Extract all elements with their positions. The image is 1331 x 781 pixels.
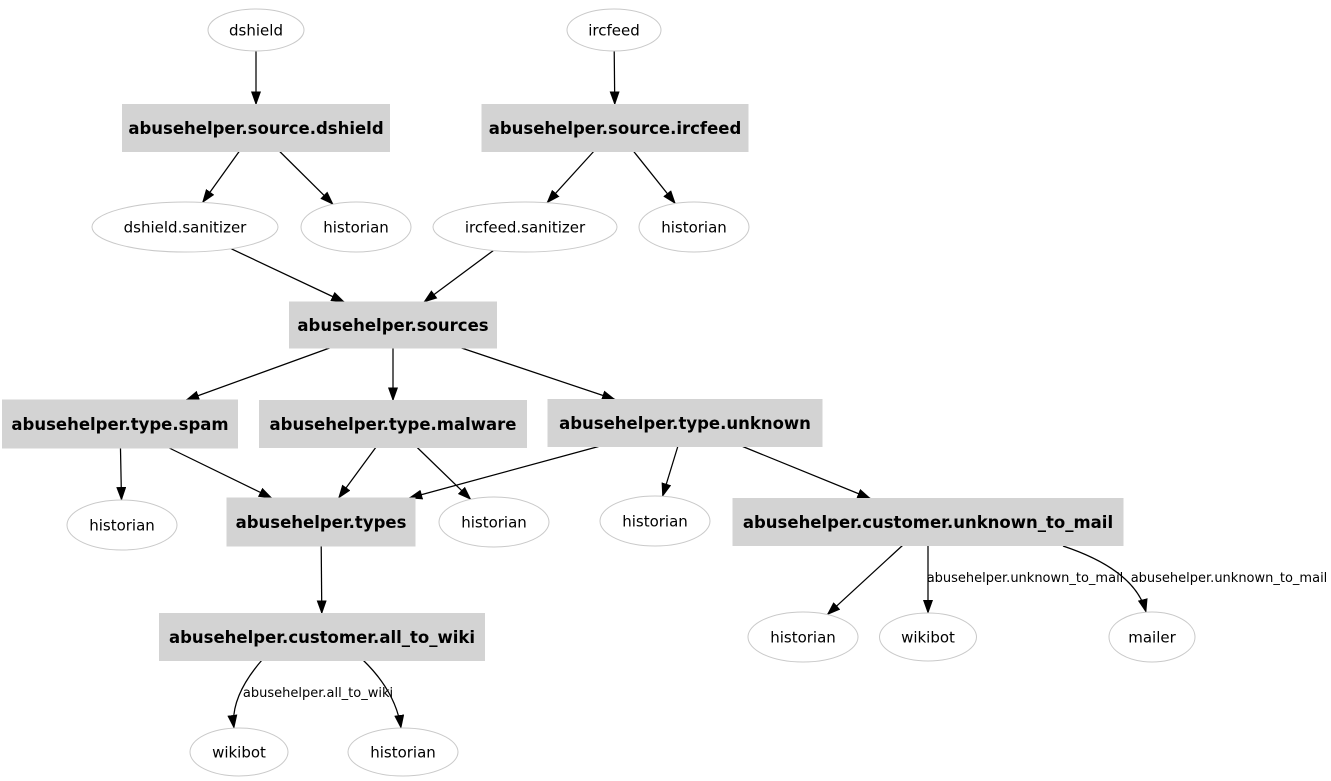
node-dshield: dshield <box>207 8 305 52</box>
historian_7-ellipse-shape <box>347 727 459 777</box>
type_spam-box-shape <box>2 399 238 449</box>
historian_2-ellipse-shape <box>638 201 750 253</box>
node-label-ircfeed_sanitizer: ircfeed.sanitizer <box>465 219 586 237</box>
historian_3-ellipse-shape <box>66 499 178 551</box>
edge-type_spam-to-types <box>168 447 273 499</box>
edge-type_unknown-to-historian_5 <box>661 446 679 498</box>
edge-dshield_sanitizer-to-sources <box>230 248 346 303</box>
edge-type_spam-to-historian_3 <box>116 447 127 502</box>
source_dshield-box-shape <box>122 104 390 152</box>
node-label-unknown_to_mail: abusehelper.customer.unknown_to_mail <box>743 513 1113 532</box>
wikibot_2-ellipse-shape <box>189 727 289 777</box>
node-label-historian_6: historian <box>770 629 836 647</box>
nodes-layer: dshield ircfeed abusehelper.source.dshield… <box>2 8 1196 777</box>
historian_1-ellipse-shape <box>300 201 412 253</box>
edge-source_dshield-to-historian_1 <box>279 151 334 205</box>
edge-all_to_wiki-to-wikibot_2-label: abusehelper.all_to_wiki <box>243 686 393 701</box>
wikibot_1-ellipse-shape <box>879 612 977 662</box>
node-historian_1: historian <box>300 201 412 253</box>
sources-box-shape <box>289 301 497 349</box>
edges-layer <box>116 50 1148 729</box>
node-label-historian_2: historian <box>661 219 727 237</box>
mailer-ellipse-shape <box>1108 611 1196 663</box>
node-type_unknown: abusehelper.type.unknown <box>547 399 823 447</box>
edge-ircfeed-to-source_ircfeed <box>609 50 620 106</box>
edge-labels-layer: abusehelper.unknown_to_mail abusehelper.u… <box>243 571 1327 701</box>
node-unknown_to_mail: abusehelper.customer.unknown_to_mail <box>732 498 1124 546</box>
edge-type_malware-to-types <box>338 447 377 499</box>
edge-type_unknown-to-types <box>408 445 599 500</box>
node-historian_2: historian <box>638 201 750 253</box>
source_ircfeed-box-shape <box>481 104 749 152</box>
ircfeed-ellipse-shape <box>566 8 662 52</box>
node-label-type_spam: abusehelper.type.spam <box>11 415 228 434</box>
all_to_wiki-box-shape <box>159 613 485 661</box>
node-mailer: mailer <box>1108 611 1196 663</box>
node-label-mailer: mailer <box>1128 629 1176 647</box>
node-label-source_dshield: abusehelper.source.dshield <box>128 119 383 138</box>
node-label-historian_3: historian <box>89 517 155 535</box>
edge-sources-to-type_spam <box>185 347 330 401</box>
node-label-source_ircfeed: abusehelper.source.ircfeed <box>489 119 742 138</box>
node-label-type_malware: abusehelper.type.malware <box>270 415 517 434</box>
node-type_spam: abusehelper.type.spam <box>2 399 238 449</box>
node-ircfeed_sanitizer: ircfeed.sanitizer <box>432 201 618 253</box>
node-type_malware: abusehelper.type.malware <box>259 400 527 448</box>
dshield-ellipse-shape <box>207 8 305 52</box>
node-historian_4: historian <box>438 496 550 548</box>
node-label-historian_1: historian <box>323 219 389 237</box>
edge-source_ircfeed-to-historian_2 <box>633 151 676 205</box>
node-label-wikibot_2: wikibot <box>212 744 266 762</box>
edge-unknown_to_mail-to-mailer-label: abusehelper.unknown_to_mail <box>1131 571 1328 586</box>
node-wikibot_2: wikibot <box>189 727 289 777</box>
node-label-sources: abusehelper.sources <box>297 316 488 335</box>
node-label-all_to_wiki: abusehelper.customer.all_to_wiki <box>169 628 475 647</box>
edge-unknown_to_mail-to-wikibot_1-label: abusehelper.unknown_to_mail <box>927 571 1124 586</box>
edge-source_dshield-to-dshield_sanitizer <box>202 151 240 204</box>
node-sources: abusehelper.sources <box>289 301 497 349</box>
historian_6-ellipse-shape <box>747 611 859 663</box>
node-label-ircfeed: ircfeed <box>588 22 640 40</box>
node-label-types: abusehelper.types <box>236 513 407 532</box>
edge-unknown_to_mail-to-mailer <box>1062 545 1148 613</box>
ircfeed_sanitizer-ellipse-shape <box>432 201 618 253</box>
historian_4-ellipse-shape <box>438 496 550 548</box>
node-historian_3: historian <box>66 499 178 551</box>
edge-all_to_wiki-to-wikibot_2 <box>227 659 263 729</box>
node-historian_6: historian <box>747 611 859 663</box>
edge-type_malware-to-historian_4 <box>416 447 472 501</box>
node-types: abusehelper.types <box>226 497 416 547</box>
edge-types-to-all_to_wiki <box>316 545 327 615</box>
edge-sources-to-type_unknown <box>461 347 616 401</box>
node-historian_5: historian <box>599 495 711 547</box>
node-label-wikibot_1: wikibot <box>901 629 955 647</box>
node-all_to_wiki: abusehelper.customer.all_to_wiki <box>159 613 485 661</box>
node-label-historian_7: historian <box>370 744 436 762</box>
edge-all_to_wiki-to-historian_7 <box>362 659 405 729</box>
unknown_to_mail-box-shape <box>732 498 1124 546</box>
node-label-historian_5: historian <box>622 513 688 531</box>
node-label-dshield_sanitizer: dshield.sanitizer <box>124 219 248 237</box>
node-label-historian_4: historian <box>461 514 527 532</box>
dshield_sanitizer-ellipse-shape <box>91 201 279 253</box>
node-label-dshield: dshield <box>229 22 283 40</box>
node-historian_7: historian <box>347 727 459 777</box>
type_unknown-box-shape <box>547 399 823 447</box>
node-wikibot_1: wikibot <box>879 612 977 662</box>
edge-source_ircfeed-to-ircfeed_sanitizer <box>546 151 595 204</box>
type_malware-box-shape <box>259 400 527 448</box>
node-dshield_sanitizer: dshield.sanitizer <box>91 201 279 253</box>
edge-ircfeed_sanitizer-to-sources <box>423 249 494 303</box>
node-source_ircfeed: abusehelper.source.ircfeed <box>481 104 749 152</box>
edge-unknown_to_mail-to-historian_6 <box>826 545 903 616</box>
node-label-type_unknown: abusehelper.type.unknown <box>559 414 811 433</box>
types-box-shape <box>226 497 416 547</box>
edge-type_unknown-to-unknown_to_mail <box>742 445 872 500</box>
node-ircfeed: ircfeed <box>566 8 662 52</box>
historian_5-ellipse-shape <box>599 495 711 547</box>
node-source_dshield: abusehelper.source.dshield <box>122 104 390 152</box>
